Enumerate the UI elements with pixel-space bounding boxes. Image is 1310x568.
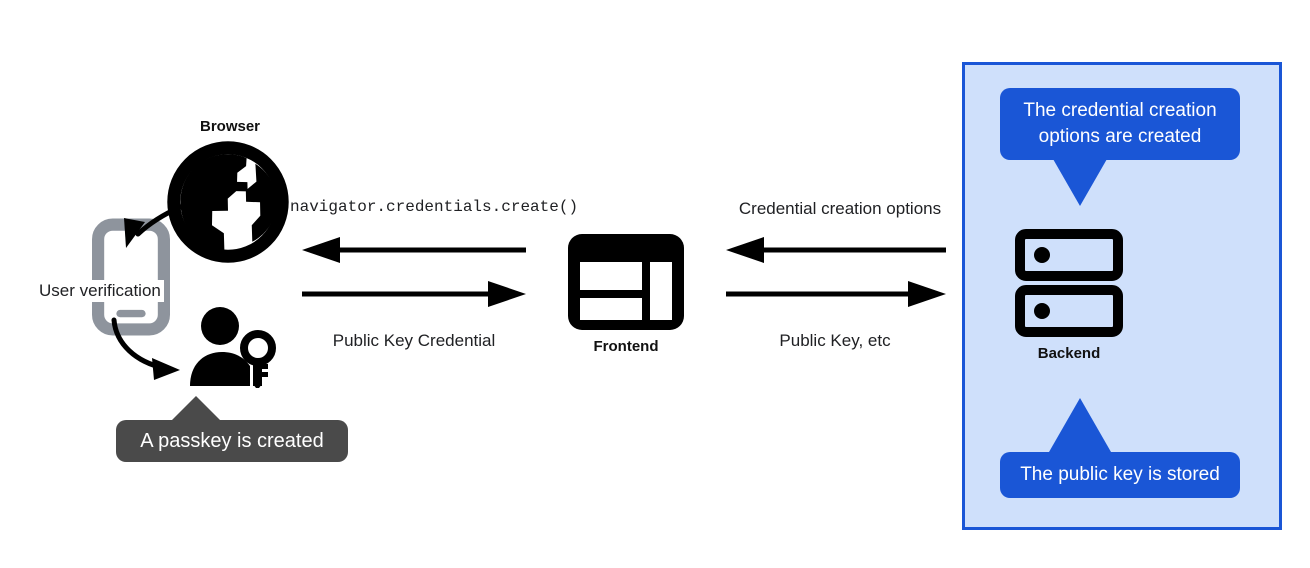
arrow-phone-to-user-icon bbox=[111, 317, 180, 380]
arrow-left-create-call bbox=[302, 237, 526, 263]
arrow-browser-to-phone-icon bbox=[124, 193, 225, 248]
edge-create-call-label: navigator.credentials.create() bbox=[290, 198, 579, 216]
frontend-label: Frontend bbox=[593, 338, 659, 355]
edge-pubkey-cred-label: Public Key Credential bbox=[332, 331, 496, 350]
callout-pointer-up-gray-icon bbox=[170, 396, 222, 422]
globe-icon bbox=[167, 141, 289, 263]
arrow-right-public-key-credential bbox=[302, 281, 526, 307]
callout-options-created: The credential creation options are crea… bbox=[1000, 88, 1240, 206]
user-verification-label: User verification bbox=[36, 280, 164, 302]
edge-pubkey-etc-label: Public Key, etc bbox=[779, 331, 891, 350]
webpage-layout-icon bbox=[568, 234, 684, 330]
server-stack-icon bbox=[1015, 229, 1123, 337]
callout-passkey-created: A passkey is created bbox=[116, 394, 348, 462]
browser-label: Browser bbox=[199, 118, 261, 135]
user-with-key-icon bbox=[190, 307, 276, 388]
callout-options-created-bubble: The credential creation options are crea… bbox=[1000, 88, 1240, 160]
callout-passkey-created-bubble: A passkey is created bbox=[116, 420, 348, 462]
callout-key-stored: The public key is stored bbox=[1000, 398, 1240, 498]
edge-cred-options-label: Credential creation options bbox=[738, 199, 942, 218]
arrow-left-credential-options bbox=[726, 237, 946, 263]
callout-pointer-up-icon bbox=[1049, 398, 1111, 452]
backend-label: Backend bbox=[1037, 345, 1101, 362]
callout-key-stored-bubble: The public key is stored bbox=[1000, 452, 1240, 498]
arrow-right-public-key-etc bbox=[726, 281, 946, 307]
callout-pointer-down-icon bbox=[1049, 152, 1111, 206]
